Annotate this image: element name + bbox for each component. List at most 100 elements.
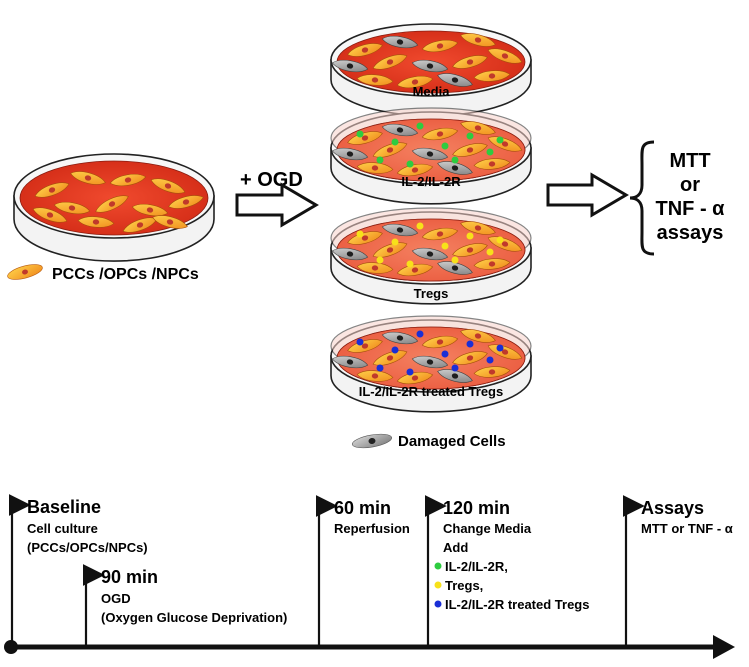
right-arrow-icon <box>546 172 629 218</box>
change-title: 120 min <box>443 498 510 518</box>
cells-legend-label: PCCs /OPCs /NPCs <box>52 266 199 283</box>
damaged-cell <box>331 147 369 161</box>
cell <box>77 216 115 228</box>
marker-dot <box>451 256 459 264</box>
damaged-cell <box>381 331 419 345</box>
cell <box>473 70 511 82</box>
marker-dot <box>441 350 449 358</box>
damaged-cell <box>331 59 369 73</box>
marker-reperfusion <box>315 495 338 647</box>
cell <box>356 262 394 274</box>
cell <box>150 178 186 194</box>
timeline-arrowhead-icon <box>713 635 735 659</box>
cell <box>473 258 511 270</box>
cell <box>460 33 496 47</box>
cell <box>396 371 434 385</box>
cell <box>460 221 496 235</box>
cell <box>347 131 383 145</box>
marker-baseline <box>8 494 31 647</box>
cell <box>396 263 434 277</box>
cell <box>396 75 434 89</box>
dish-label: Media <box>413 84 451 99</box>
assays-title: Assays <box>641 498 704 518</box>
cell <box>131 203 169 217</box>
cell <box>421 227 459 241</box>
change-item-2: Tregs, <box>445 578 483 593</box>
assays-block: MTT or TNF - α assays <box>656 150 726 244</box>
cell <box>473 158 511 170</box>
marker-dot <box>441 242 449 250</box>
damaged-cell <box>331 355 369 369</box>
marker-dot <box>486 248 494 256</box>
cell <box>460 121 496 135</box>
baseline-title: Baseline <box>27 497 101 517</box>
cell <box>372 242 408 258</box>
marker-dot <box>486 356 494 364</box>
change-line-2: Add <box>443 540 468 555</box>
dish-il2-tregs: IL-2/IL-2R treated Tregs <box>330 315 532 413</box>
cell <box>347 43 383 57</box>
marker-dot <box>486 148 494 156</box>
cell <box>487 48 523 64</box>
marker-dot <box>466 132 474 140</box>
cell <box>372 54 408 70</box>
marker-dot <box>406 260 414 268</box>
cell <box>70 171 106 185</box>
damaged-cell <box>437 369 473 383</box>
marker-dot <box>466 232 474 240</box>
cell <box>152 215 188 229</box>
gray-cell-icon <box>351 433 393 449</box>
damaged-cell <box>411 147 449 161</box>
marker-dot <box>391 138 399 146</box>
change-line-1: Change Media <box>443 521 532 536</box>
right-arrow-icon <box>235 182 319 228</box>
damaged-cell <box>411 59 449 73</box>
damaged-cell <box>381 35 419 49</box>
timeline: Baseline Cell culture (PCCs/OPCs/NPCs) 9… <box>4 494 735 659</box>
change-item-3: IL-2/IL-2R treated Tregs <box>445 597 589 612</box>
dish-label: Tregs <box>414 286 449 301</box>
cell <box>347 339 383 353</box>
cell <box>396 163 434 177</box>
marker-dot <box>356 338 364 346</box>
damaged-cell <box>437 73 473 87</box>
cell <box>452 243 488 257</box>
marker-dot <box>376 256 384 264</box>
dish-tregs: Tregs <box>330 207 532 305</box>
marker-dot <box>391 346 399 354</box>
marker-dot <box>496 344 504 352</box>
damaged-cell <box>331 247 369 261</box>
dish-label: IL-2/IL-2R <box>401 174 461 189</box>
ogd-line-1: OGD <box>101 591 131 606</box>
damaged-cell <box>411 247 449 261</box>
marker-dot <box>416 330 424 338</box>
cell <box>452 351 488 365</box>
cell <box>32 207 68 223</box>
marker-dot <box>406 160 414 168</box>
dish-il2: IL-2/IL-2R <box>330 107 532 205</box>
marker-dot <box>356 130 364 138</box>
marker-dot <box>441 142 449 150</box>
baseline-line-1: Cell culture <box>27 521 98 536</box>
damaged-cell <box>381 123 419 137</box>
marker-dot <box>451 364 459 372</box>
damaged-cell <box>437 261 473 275</box>
marker-dot <box>376 364 384 372</box>
reperfusion-line-1: Reperfusion <box>334 521 410 536</box>
cell <box>356 370 394 382</box>
assays-line-3: TNF - α <box>656 198 726 220</box>
yellow-dot-icon <box>434 581 442 589</box>
baseline-line-2: (PCCs/OPCs/NPCs) <box>27 540 148 555</box>
cell <box>460 329 496 343</box>
ogd-line-2: (Oxygen Glucose Deprivation) <box>101 610 287 625</box>
green-dot-icon <box>434 562 442 570</box>
cell <box>452 143 488 157</box>
marker-dot <box>356 230 364 238</box>
cell <box>34 182 70 198</box>
change-item-1: IL-2/IL-2R, <box>445 559 508 574</box>
assays-line-1: MTT <box>669 150 710 172</box>
cell <box>356 162 394 174</box>
cell <box>109 173 147 187</box>
